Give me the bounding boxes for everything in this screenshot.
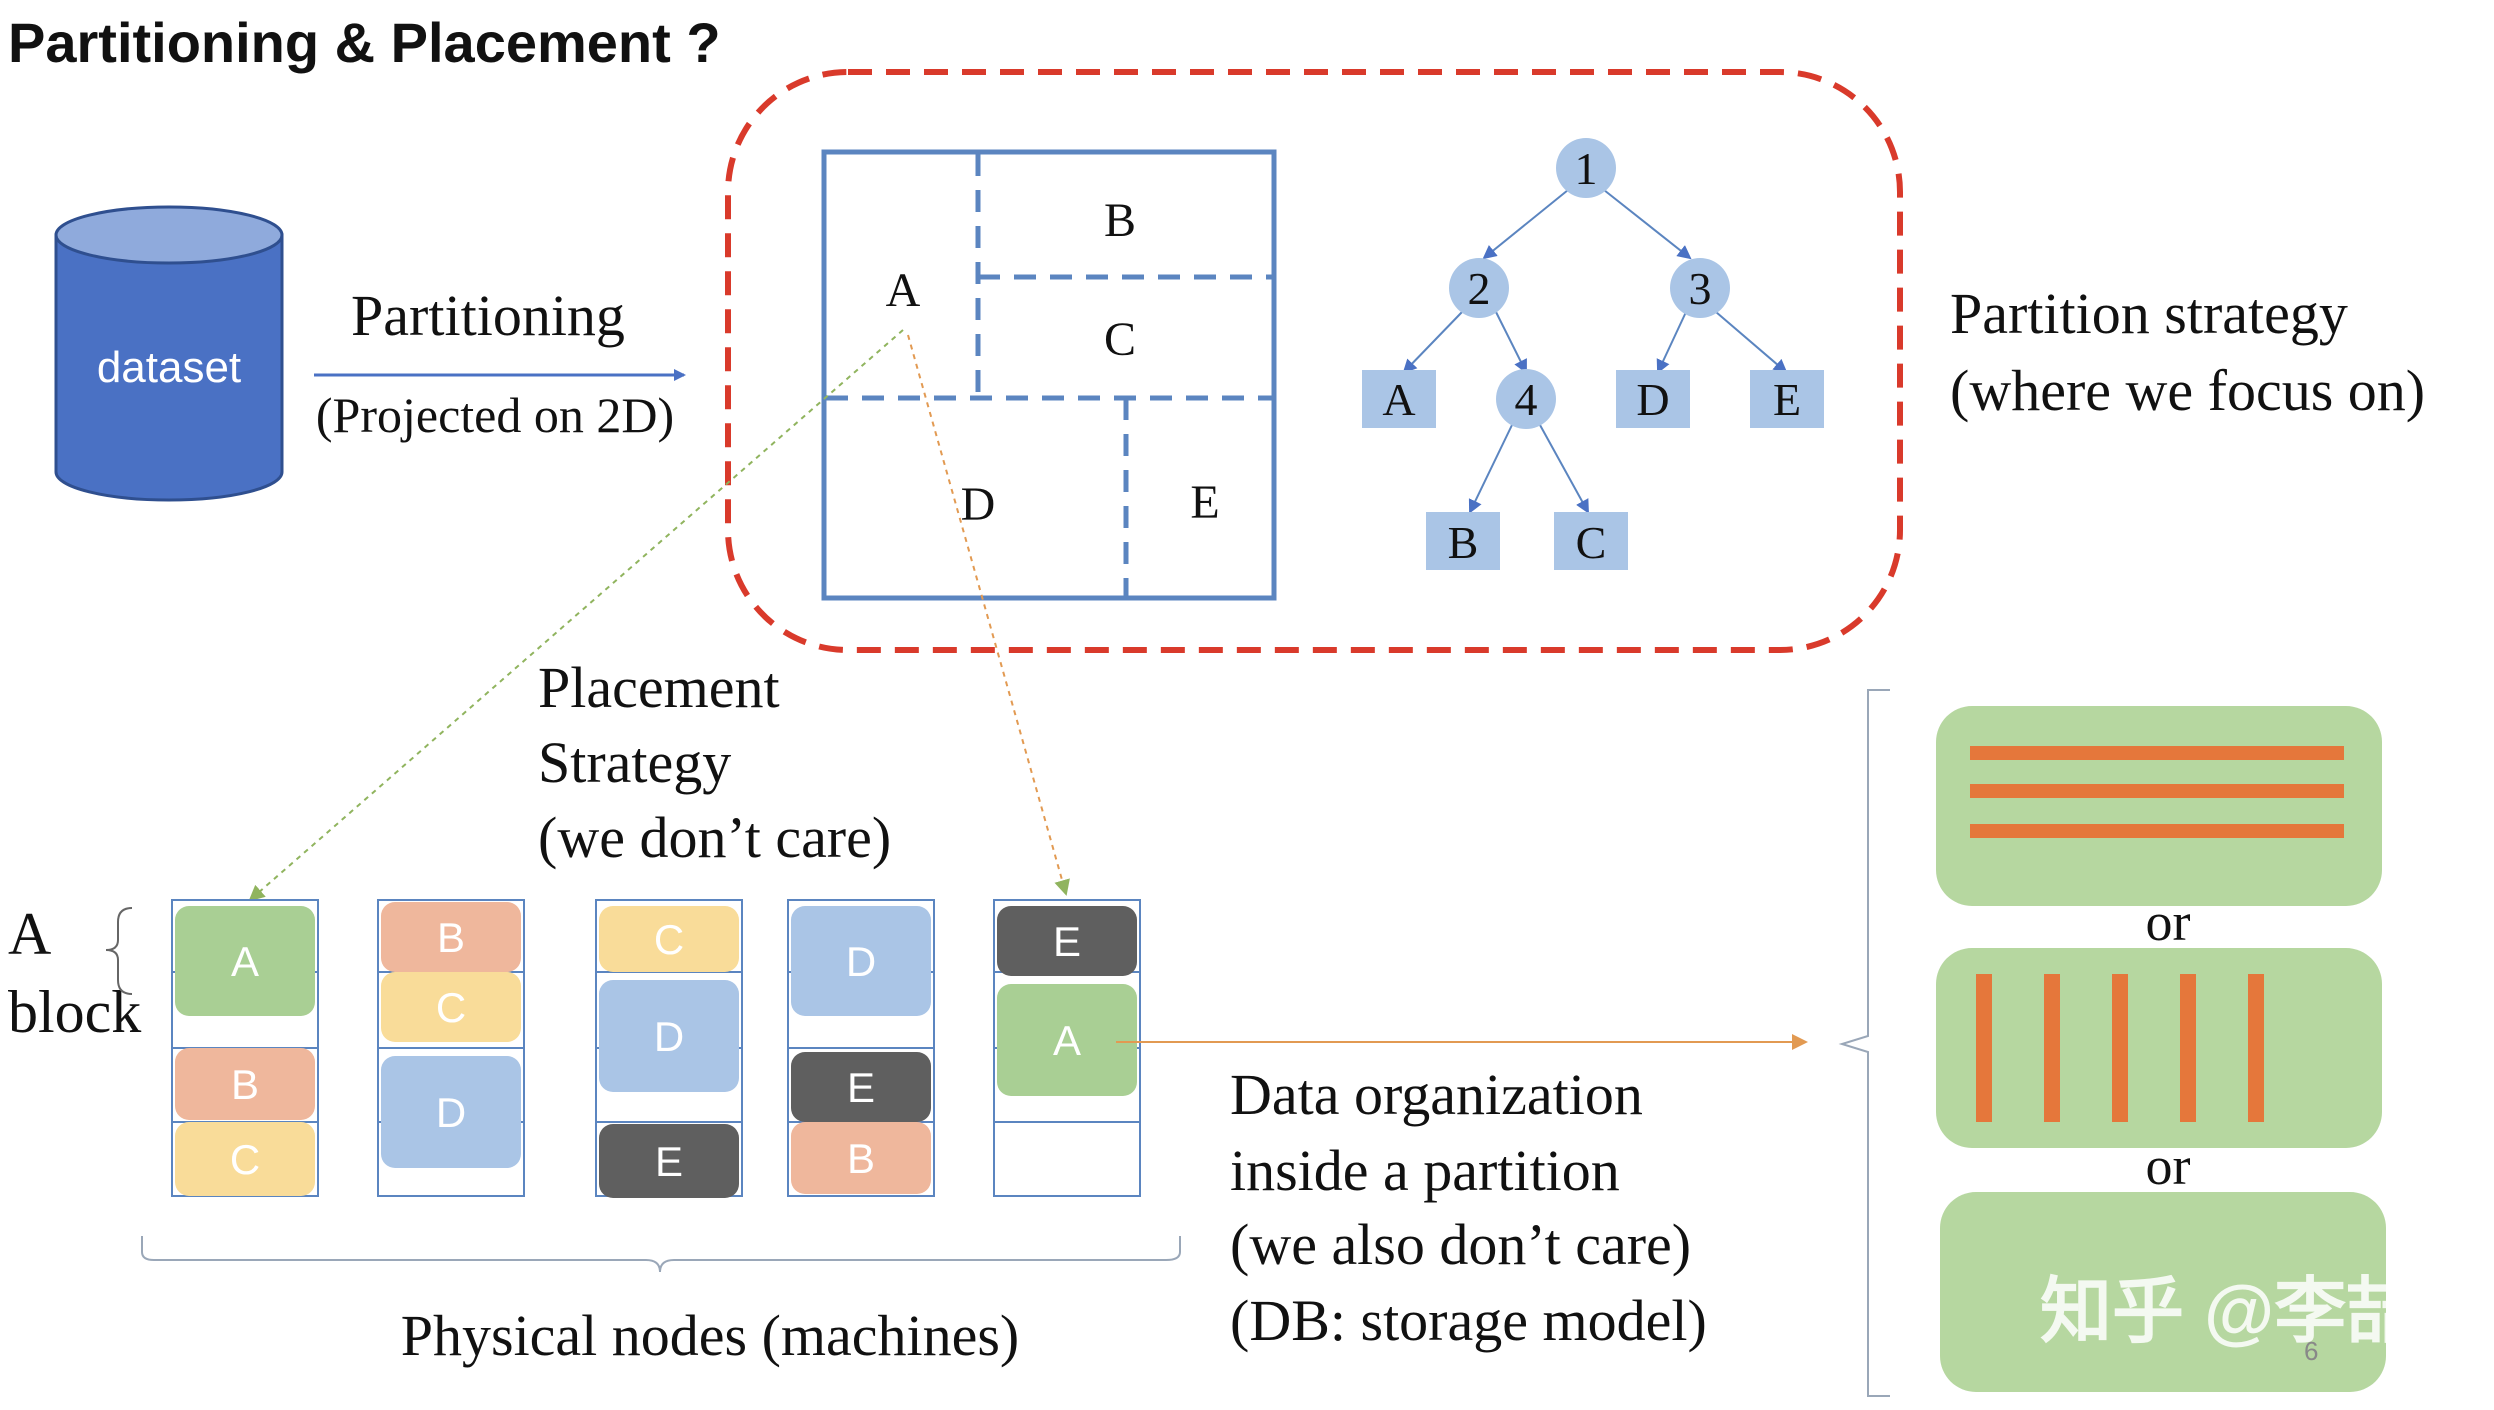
projected-label: (Projected on 2D) [316,387,674,443]
block-b [381,902,521,972]
block-label: D [846,938,876,985]
block-label: D [436,1089,466,1136]
block-e [791,1052,931,1122]
tree-node-4: 4 [1515,374,1538,425]
block-label: E [1053,918,1081,965]
tree-leaf-e: E [1773,374,1801,425]
block-label: C [230,1136,260,1183]
placement-strategy-line2: Strategy [538,730,731,795]
partition-focus-box [725,69,1903,653]
block-e [997,906,1137,976]
page-title: Partitioning & Placement ? [8,11,721,74]
block-label: B [437,914,465,961]
block-d [381,1056,521,1168]
tree-leaf-b: B [1448,517,1479,568]
block-b [175,1048,315,1120]
block-label: A [231,938,259,985]
block-label: E [655,1138,683,1185]
watermark: 知乎 @李喆 [2040,1272,2418,1352]
block-label: D [654,1013,684,1060]
tree-node-2: 2 [1468,263,1491,314]
block-label-letter: A [8,901,51,967]
block-d [599,980,739,1092]
placement-strategy-line3: (we don’t care) [538,805,891,870]
storage-other-layout [1940,1192,2386,1392]
block-d [791,906,931,1016]
block-label: C [654,916,684,963]
placement-strategy-line1: Placement [538,655,780,720]
partition-tree: 1 2 3 4 A D E B C [1362,138,1824,570]
grid-label-e: E [1190,476,1219,529]
grid-label-c: C [1104,313,1136,366]
pointer-a-to-machine5 [907,334,1070,896]
dataset-cylinder: dataset [54,205,284,502]
grid-label-a: A [886,264,921,317]
partition-grid: A B C D E [821,149,1277,601]
pointer-a-to-machine1 [248,329,904,902]
data-org-line1: Data organization [1230,1062,1643,1127]
block-c [381,972,521,1042]
block-c [175,1122,315,1196]
storage-row-layout [1936,706,2382,906]
block-label: B [231,1061,259,1108]
physical-nodes-label: Physical nodes (machines) [401,1303,1020,1368]
tree-node-3: 3 [1689,263,1712,314]
storage-bracket [1838,689,1890,1397]
or-label-1: or [2146,892,2191,952]
or-label-2: or [2146,1136,2191,1196]
machines-brace [141,1236,1181,1273]
block-a [997,984,1137,1096]
partitioning-label: Partitioning [351,283,625,348]
data-org-line4: (DB: storage model) [1230,1288,1707,1353]
storage-column-layout [1936,948,2382,1148]
block-a [175,906,315,1016]
tree-leaf-c: C [1576,517,1607,568]
dataset-label: dataset [97,343,241,392]
data-org-line2: inside a partition [1230,1138,1620,1203]
block-label: A [1053,1017,1081,1064]
partition-strategy-line2: (where we focus on) [1950,358,2425,423]
partition-strategy-line1: Partition strategy [1950,281,2348,346]
block-label: B [847,1135,875,1182]
block-label-word: block [8,979,141,1045]
block-label: E [847,1064,875,1111]
page-number: 6 [2304,1336,2318,1366]
block-b [791,1122,931,1194]
block-label: C [436,984,466,1031]
block-brace [105,907,133,995]
block-e [599,1124,739,1198]
tree-leaf-d: D [1636,374,1669,425]
grid-label-b: B [1104,194,1136,247]
block-c [599,906,739,972]
data-org-line3: (we also don’t care) [1230,1212,1691,1277]
tree-leaf-a: A [1382,374,1415,425]
tree-node-1: 1 [1575,143,1598,194]
grid-label-d: D [961,478,996,531]
